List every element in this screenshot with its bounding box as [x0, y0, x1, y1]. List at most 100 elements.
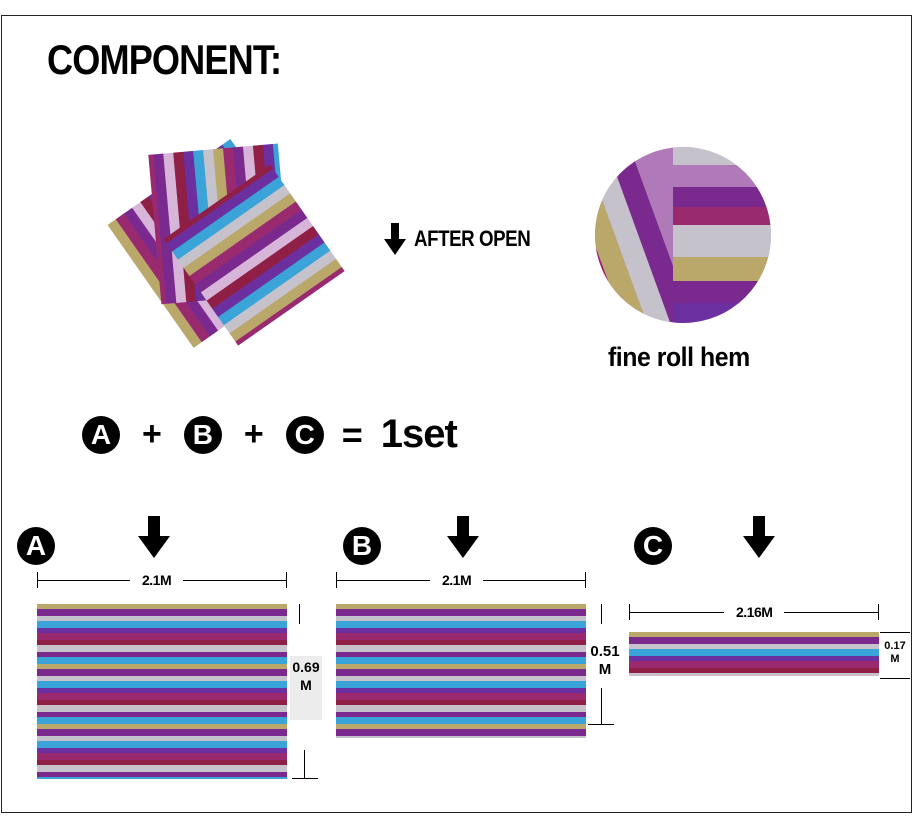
fabric-stripe — [336, 717, 586, 724]
formula-result: 1set — [380, 412, 458, 456]
fabric-stripe — [336, 645, 586, 652]
fabric-stripe — [37, 681, 287, 688]
fabric-stripe — [37, 741, 287, 748]
fabric-stripe — [336, 729, 586, 736]
fabric-stripe — [37, 712, 287, 717]
dimension-tick — [299, 604, 300, 624]
fabric-stripe — [336, 616, 586, 621]
fabric-stripe — [336, 681, 586, 688]
fabric-stripe — [37, 772, 287, 777]
dimension-tick — [880, 632, 910, 633]
fabric-stripe — [336, 633, 586, 640]
piece-c-badge: C — [634, 527, 672, 565]
fabric-stripe — [336, 621, 586, 628]
fabric-stripe — [629, 673, 879, 676]
fabric-stripe — [37, 633, 287, 640]
fabric-stripe — [336, 688, 586, 693]
piece-b-height: 0.51 M — [590, 643, 620, 678]
dimension-tick — [601, 688, 602, 724]
fabric-stripe — [37, 753, 287, 760]
piece-c-fabric — [629, 632, 879, 676]
fabric-stripe — [37, 676, 287, 681]
fabric-stripe — [37, 604, 287, 609]
fabric-stripe — [37, 664, 287, 669]
fabric-stripe — [336, 640, 586, 645]
fabric-stripe — [336, 652, 586, 657]
piece-a-badge: A — [17, 527, 55, 565]
fabric-stripe — [37, 669, 287, 676]
fabric-stripe — [336, 700, 586, 705]
fabric-stripe — [336, 664, 586, 669]
arrow-down-icon — [743, 516, 775, 558]
after-open-text: AFTER OPEN — [414, 226, 531, 251]
fabric-stripe — [336, 609, 586, 616]
fabric-stripe — [37, 621, 287, 628]
piece-b-width: 2.1M — [430, 572, 484, 588]
after-open-label: AFTER OPEN — [384, 223, 551, 255]
piece-a-height: 0.69 M — [290, 656, 322, 720]
plus-sign: + — [142, 415, 162, 453]
fabric-stripe — [629, 649, 879, 656]
fabric-stripe — [37, 700, 287, 705]
piece-b-fabric — [336, 604, 586, 738]
hem-detail-image — [595, 147, 771, 323]
fabric-stripe — [629, 632, 879, 637]
arrow-down-icon — [447, 516, 479, 558]
fabric-stripe — [37, 765, 287, 772]
piece-a-fabric — [37, 604, 287, 779]
page-title: COMPONENT: — [47, 36, 282, 83]
piece-c-height: 0.17 M — [884, 640, 906, 665]
fabric-stripe — [629, 661, 879, 668]
fabric-stripe — [37, 640, 287, 645]
fabric-stripe — [37, 688, 287, 693]
fabric-stripe — [629, 644, 879, 649]
fabric-stripe — [629, 637, 879, 644]
dimension-tick — [336, 572, 337, 588]
hem-caption: fine roll hem — [608, 342, 750, 372]
fabric-stripe — [37, 616, 287, 621]
dimension-tick — [880, 678, 910, 679]
fabric-stripe — [336, 712, 586, 717]
folded-fabric-image — [107, 138, 345, 348]
fabric-stripe — [336, 657, 586, 664]
dimension-tick — [37, 572, 38, 588]
fabric-stripe — [37, 705, 287, 712]
fabric-stripe — [37, 729, 287, 736]
dimension-tick — [292, 778, 318, 779]
fabric-stripe — [336, 736, 586, 738]
dimension-tick — [588, 724, 614, 725]
letter-badge-c: C — [285, 415, 324, 454]
fabric-stripe — [336, 724, 586, 729]
plus-sign: + — [243, 415, 264, 453]
fabric-stripe — [336, 693, 586, 700]
letter-badge-b: B — [183, 415, 222, 454]
dimension-tick — [585, 572, 586, 588]
fabric-stripe — [629, 668, 879, 673]
outer-frame — [1, 15, 912, 813]
fabric-stripe — [37, 748, 287, 753]
equals-sign: = — [341, 413, 363, 455]
piece-c-width: 2.16M — [724, 604, 785, 620]
fabric-stripe — [629, 656, 879, 661]
fabric-stripe — [336, 669, 586, 676]
piece-a-width: 2.1M — [130, 572, 184, 588]
fabric-stripe — [336, 628, 586, 633]
fabric-stripe — [37, 628, 287, 633]
dimension-tick — [601, 604, 602, 624]
fabric-stripe — [336, 676, 586, 681]
fabric-stripe — [37, 760, 287, 765]
dimension-tick — [304, 750, 305, 778]
fabric-stripe — [37, 724, 287, 729]
set-formula: A + B + C = 1set — [82, 412, 458, 457]
fabric-stripe — [37, 693, 287, 700]
piece-b-badge: B — [343, 527, 381, 565]
fabric-stripe — [37, 609, 287, 616]
fabric-stripe — [37, 777, 287, 779]
fabric-stripe — [37, 657, 287, 664]
dimension-tick — [878, 604, 879, 620]
arrow-down-icon — [384, 223, 406, 255]
fabric-stripe — [37, 736, 287, 741]
dimension-tick — [286, 572, 287, 588]
dimension-tick — [629, 604, 630, 620]
fabric-stripe — [37, 645, 287, 652]
